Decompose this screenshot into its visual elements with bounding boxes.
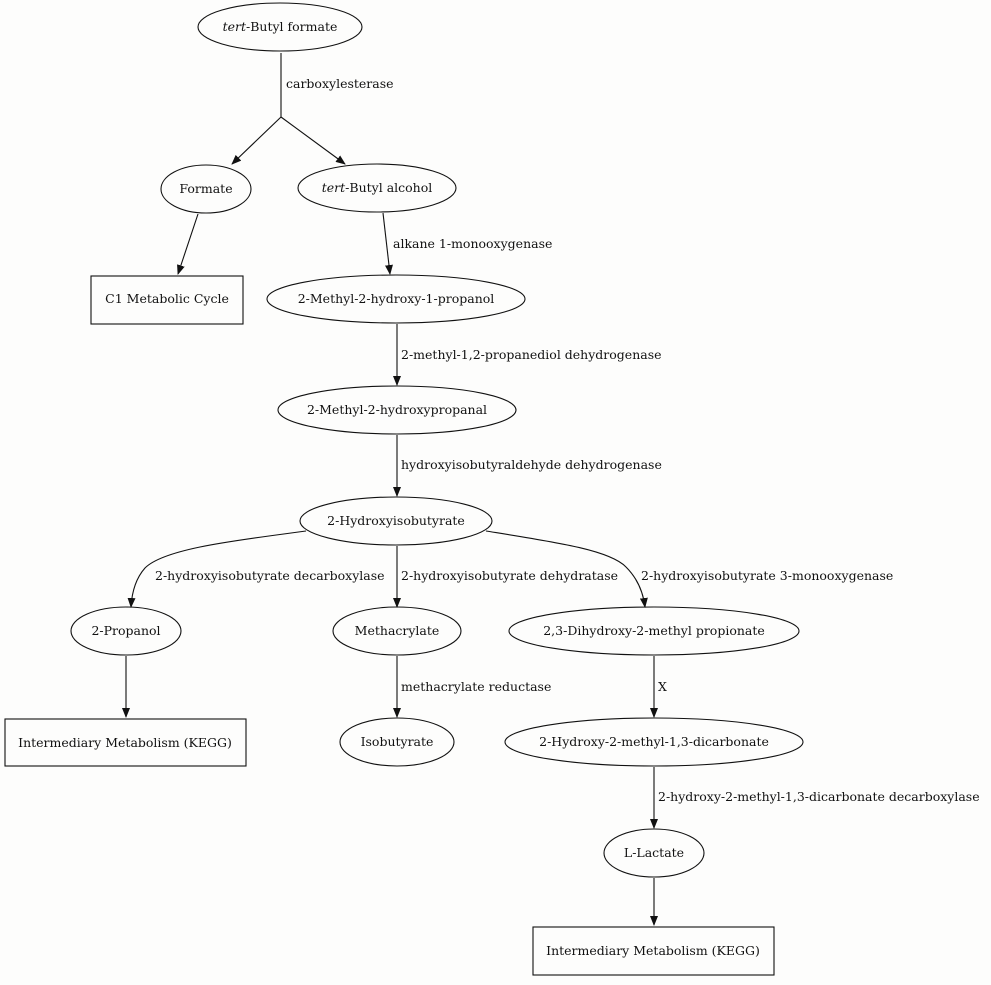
node-label-prefix-tert-butyl-alcohol: tert — [322, 180, 346, 195]
node-c1-metabolic-cycle: C1 Metabolic Cycle — [90, 275, 244, 325]
edge-to-2-propanol — [127, 530, 307, 608]
node-tert-butyl-formate: tert-Butyl formate — [197, 2, 363, 52]
node-2-hydroxyisobutyrate: 2-Hydroxyisobutyrate — [299, 496, 493, 546]
node-2-hydroxy-2-methyl-1-3-dicarbonate: 2-Hydroxy-2-methyl-1,3-dicarbonate — [504, 717, 804, 767]
node-formate: Formate — [160, 164, 252, 214]
edge-label-carboxylesterase: carboxylesterase — [286, 76, 394, 91]
node-label-isobutyrate: Isobutyrate — [361, 734, 434, 749]
edge-alcohol-to-propanol — [382, 212, 393, 275]
node-l-lactate: L-Lactate — [603, 828, 705, 878]
node-label-2-3-dihydroxy-2-methyl-propionate: 2,3-Dihydroxy-2-methyl propionate — [543, 623, 765, 638]
node-tert-butyl-alcohol: tert-Butyl alcohol — [297, 163, 457, 213]
edge-formate-to-c1-cycle — [177, 213, 199, 275]
node-label-tert-butyl-alcohol: tert-Butyl alcohol — [322, 180, 433, 195]
edge-label-x: X — [658, 679, 667, 694]
node-label-2-methyl-2-hydroxypropanal: 2-Methyl-2-hydroxypropanal — [307, 402, 487, 417]
node-2-3-dihydroxy-2-methyl-propionate: 2,3-Dihydroxy-2-methyl propionate — [508, 606, 800, 656]
node-label-rest-tert-butyl-alcohol: -Butyl alcohol — [345, 180, 432, 195]
node-2-propanol: 2-Propanol — [70, 606, 182, 656]
node-label-l-lactate: L-Lactate — [624, 845, 684, 860]
node-label-methacrylate: Methacrylate — [355, 623, 440, 638]
node-2-methyl-2-hydroxy-1-propanol: 2-Methyl-2-hydroxy-1-propanol — [266, 274, 526, 324]
edge-label-hydroxyisobutyrate-decarboxylase: 2-hydroxyisobutyrate decarboxylase — [155, 568, 385, 583]
node-intermediary-metabolism-left: Intermediary Metabolism (KEGG) — [4, 718, 247, 767]
node-label-2-methyl-2-hydroxy-1-propanol: 2-Methyl-2-hydroxy-1-propanol — [298, 291, 495, 306]
node-label-tert-butyl-formate: tert-Butyl formate — [223, 19, 338, 34]
node-2-methyl-2-hydroxypropanal: 2-Methyl-2-hydroxypropanal — [277, 385, 517, 435]
node-methacrylate: Methacrylate — [332, 606, 462, 656]
edge-label-propanediol-dehydrogenase: 2-methyl-1,2-propanediol dehydrogenase — [401, 347, 662, 362]
node-label-prefix-tert-butyl-formate: tert — [223, 19, 247, 34]
node-label-c1-metabolic-cycle: C1 Metabolic Cycle — [105, 291, 229, 306]
node-label-rest-tert-butyl-formate: -Butyl formate — [246, 19, 337, 34]
edge-to-tert-butyl-alcohol — [280, 116, 346, 165]
edge-label-hydroxyisobutyrate-dehydratase: 2-hydroxyisobutyrate dehydratase — [401, 568, 618, 583]
node-label-2-propanol: 2-Propanol — [91, 623, 160, 638]
node-label-formate: Formate — [179, 181, 232, 196]
node-label-2-hydroxy-2-methyl-1-3-dicarbonate: 2-Hydroxy-2-methyl-1,3-dicarbonate — [539, 734, 769, 749]
node-intermediary-metabolism-bottom: Intermediary Metabolism (KEGG) — [532, 926, 775, 976]
node-label-intermediary-metabolism-bottom: Intermediary Metabolism (KEGG) — [546, 943, 760, 958]
edge-label-alkane-monooxygenase: alkane 1-monooxygenase — [393, 236, 552, 251]
edge-label-hydroxyisobutyrate-monooxygenase: 2-hydroxyisobutyrate 3-monooxygenase — [641, 568, 893, 583]
edge-to-dihydroxy-methyl-propionate — [485, 530, 648, 608]
node-label-2-hydroxyisobutyrate: 2-Hydroxyisobutyrate — [327, 513, 465, 528]
edge-label-methacrylate-reductase: methacrylate reductase — [401, 679, 551, 694]
node-label-intermediary-metabolism-left: Intermediary Metabolism (KEGG) — [18, 735, 232, 750]
edge-label-dicarbonate-decarboxylase: 2-hydroxy-2-methyl-1,3-dicarbonate decar… — [658, 789, 980, 804]
edge-to-formate — [231, 116, 282, 165]
node-isobutyrate: Isobutyrate — [339, 717, 455, 767]
edge-label-hydroxyisobutyraldehyde-dehydrogenase: hydroxyisobutyraldehyde dehydrogenase — [401, 457, 662, 472]
